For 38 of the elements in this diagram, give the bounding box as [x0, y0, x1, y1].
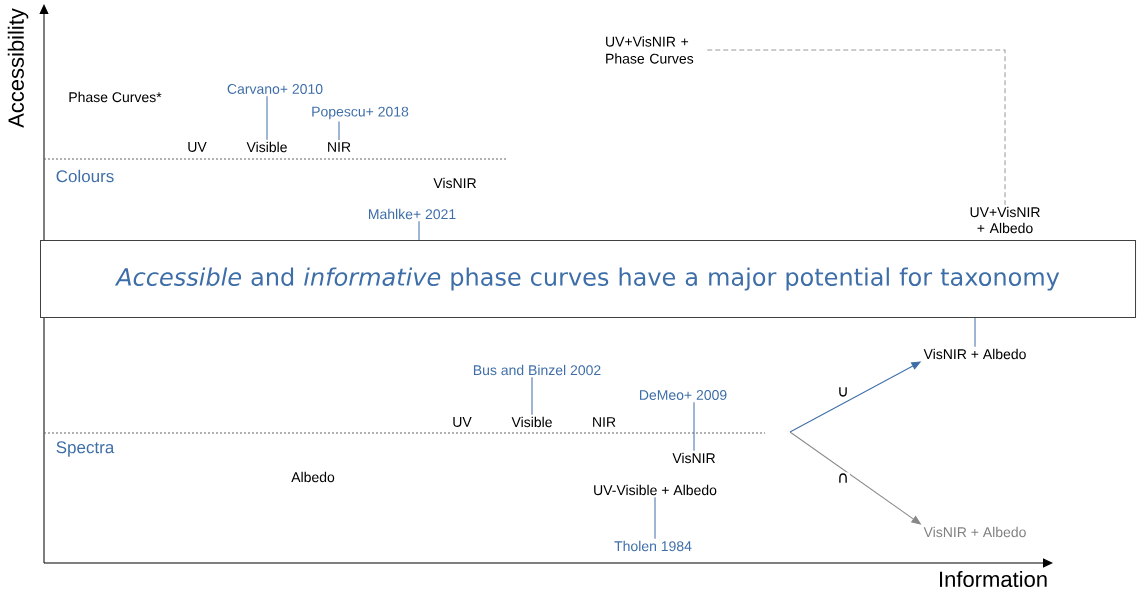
text-label: VisNIR + Albedo	[923, 348, 1026, 360]
text-label: Phase Curves*	[69, 91, 162, 103]
text-label: Visible	[511, 416, 552, 428]
banner-box: Accessible and informative phase curves have a major potential for taxonomy	[40, 240, 1136, 318]
citation-label: Bus and Binzel 2002	[473, 364, 601, 376]
connector-line	[706, 49, 1006, 206]
citation-label: Mahlke+ 2021	[369, 208, 456, 220]
citation-label: Tholen 1984	[614, 540, 692, 552]
arrow	[789, 361, 921, 433]
leader-line	[693, 401, 695, 452]
leader-line	[654, 496, 656, 540]
text-label: VisNIR	[433, 177, 476, 189]
axis-title: Information	[940, 570, 1047, 588]
text-label: NIR	[328, 142, 351, 152]
leader-line	[974, 317, 976, 348]
text-label: NIR	[593, 417, 616, 427]
citation-label: Carvano+ 2010	[227, 84, 323, 94]
citation-label: Popescu+ 2018	[312, 106, 409, 120]
edge-label: ∩	[836, 472, 850, 484]
text-label: Visible	[246, 141, 287, 153]
citation-label: DeMeo+ 2009	[640, 390, 727, 400]
leader-line	[338, 121, 340, 141]
text-label: UV-Visible + Albedo	[594, 484, 717, 496]
leader-line	[418, 220, 420, 241]
text-label: UV+VisNIR + Albedo	[970, 206, 1040, 234]
arrow	[789, 431, 921, 525]
text-label: Spectra	[56, 441, 115, 457]
leader-line	[531, 376, 533, 416]
text-label: Albedo	[291, 471, 335, 483]
text-label: Colours	[56, 169, 114, 183]
text-label: VisNIR + Albedo	[923, 526, 1026, 538]
axis-title: Accessibility	[7, 8, 29, 128]
text-label: UV+VisNIR + Phase Curves	[606, 36, 694, 64]
text-label: VisNIR	[672, 452, 715, 464]
text-label: UV	[453, 417, 472, 427]
edge-label: ∪	[836, 386, 850, 398]
text-label: UV	[188, 142, 207, 152]
leader-line	[266, 95, 268, 141]
